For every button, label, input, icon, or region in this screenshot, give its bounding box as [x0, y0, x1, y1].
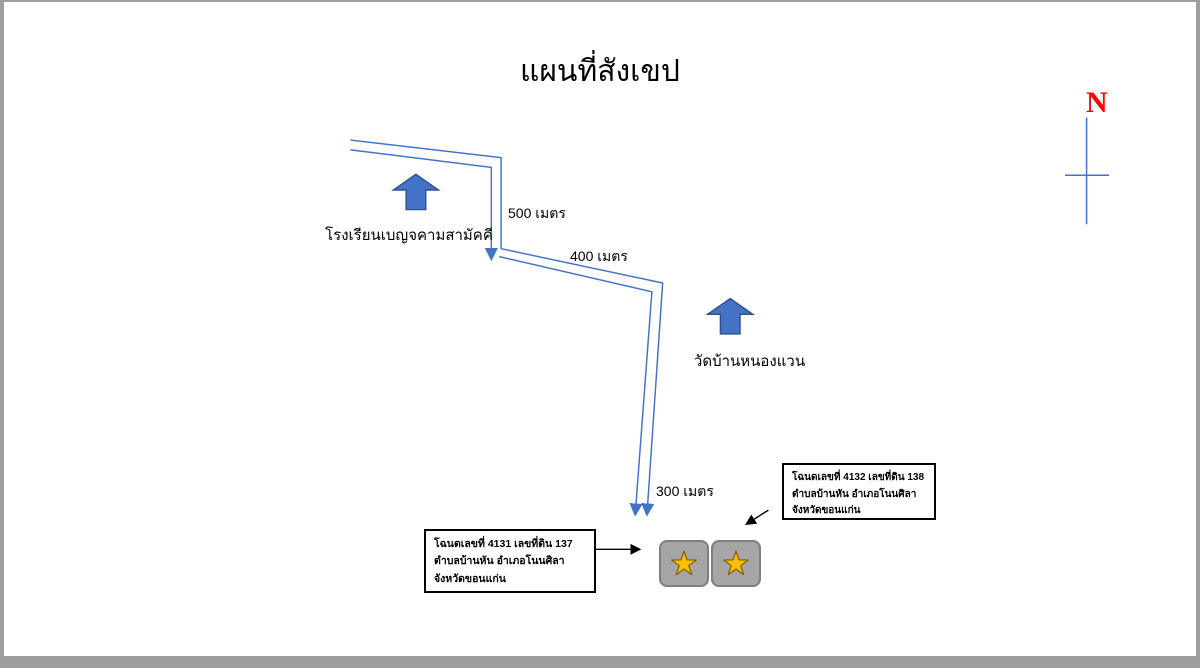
- deed-line: จังหวัดขอนแก่น: [434, 572, 506, 585]
- deed-callout-arrow-icon: [745, 509, 769, 526]
- map-title: แผนที่สังเขป: [520, 55, 680, 88]
- landmark-pointer-arrow-icon: [705, 297, 756, 335]
- landmark-label-temple: วัดบ้านหนองแวน: [693, 353, 806, 370]
- deed-line: จังหวัดขอนแก่น: [792, 505, 861, 516]
- landmark-pointer-arrow-icon: [391, 173, 441, 211]
- distance-label: 400 เมตร: [570, 248, 628, 264]
- road-line: [498, 255, 653, 517]
- distance-label: 300 เมตร: [656, 483, 714, 499]
- deed-line: ตำบลบ้านหัน อำเภอโนนศิลา: [792, 488, 917, 500]
- road-line: [350, 139, 502, 249]
- star-icon: [671, 549, 697, 575]
- star-icon: [723, 549, 749, 575]
- compass-north-label: N: [1086, 86, 1108, 119]
- deed-line: ตำบลบ้านหัน อำเภอโนนศิลา: [434, 555, 565, 568]
- parcel-marker: [659, 540, 709, 587]
- distance-label: 500 เมตร: [508, 205, 566, 221]
- map-drawing-layer: [350, 117, 1110, 555]
- landmark-label-school: โรงเรียนเบญจคามสามัคคี: [325, 227, 493, 244]
- deed-line: โฉนดเลขที่ 4132 เลขที่ดิน 138: [792, 472, 925, 483]
- deed-callout-box: โฉนดเลขที่ 4131 เลขที่ดิน 137 ตำบลบ้านหั…: [424, 529, 596, 593]
- deed-line: โฉนดเลขที่ 4131 เลขที่ดิน 137: [434, 538, 573, 550]
- road-line: [350, 149, 498, 262]
- road-line: [500, 248, 664, 517]
- parcel-marker: [711, 540, 761, 587]
- deed-callout-box: โฉนดเลขที่ 4132 เลขที่ดิน 138 ตำบลบ้านหั…: [782, 463, 936, 520]
